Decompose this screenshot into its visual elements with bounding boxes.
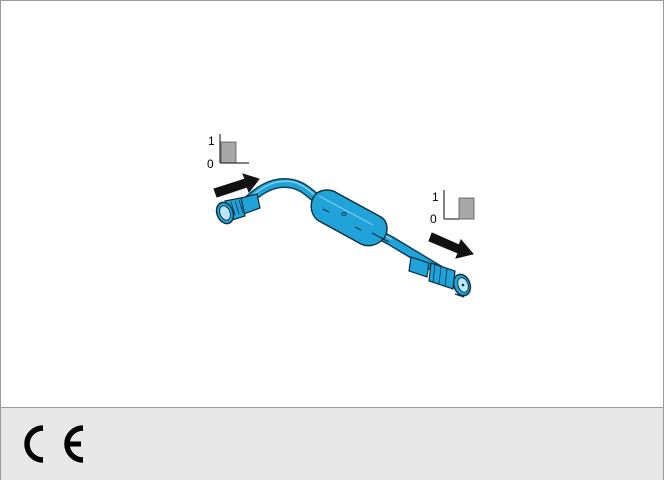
cable-illustration: 1 0 1 0	[207, 134, 475, 298]
input-arrow-icon	[213, 173, 260, 198]
ce-mark-logo: CE	[24, 425, 84, 463]
input-signal-pulse	[220, 141, 237, 164]
output-signal-graph: 1 0	[430, 190, 475, 226]
output-signal-pulse	[458, 197, 475, 220]
footer-bar: CE	[1, 407, 663, 480]
input-signal-graph: 1 0	[207, 134, 249, 171]
output-arrow-icon	[428, 232, 474, 259]
input-connector	[215, 193, 261, 225]
output-signal-high-label: 1	[432, 190, 439, 204]
output-signal-low-label: 0	[430, 212, 437, 226]
cable-illustration-area: 1 0 1 0	[1, 1, 663, 407]
inline-module	[310, 189, 390, 247]
input-signal-high-label: 1	[208, 134, 215, 148]
input-signal-low-label: 0	[207, 157, 214, 171]
output-connector	[408, 256, 472, 298]
